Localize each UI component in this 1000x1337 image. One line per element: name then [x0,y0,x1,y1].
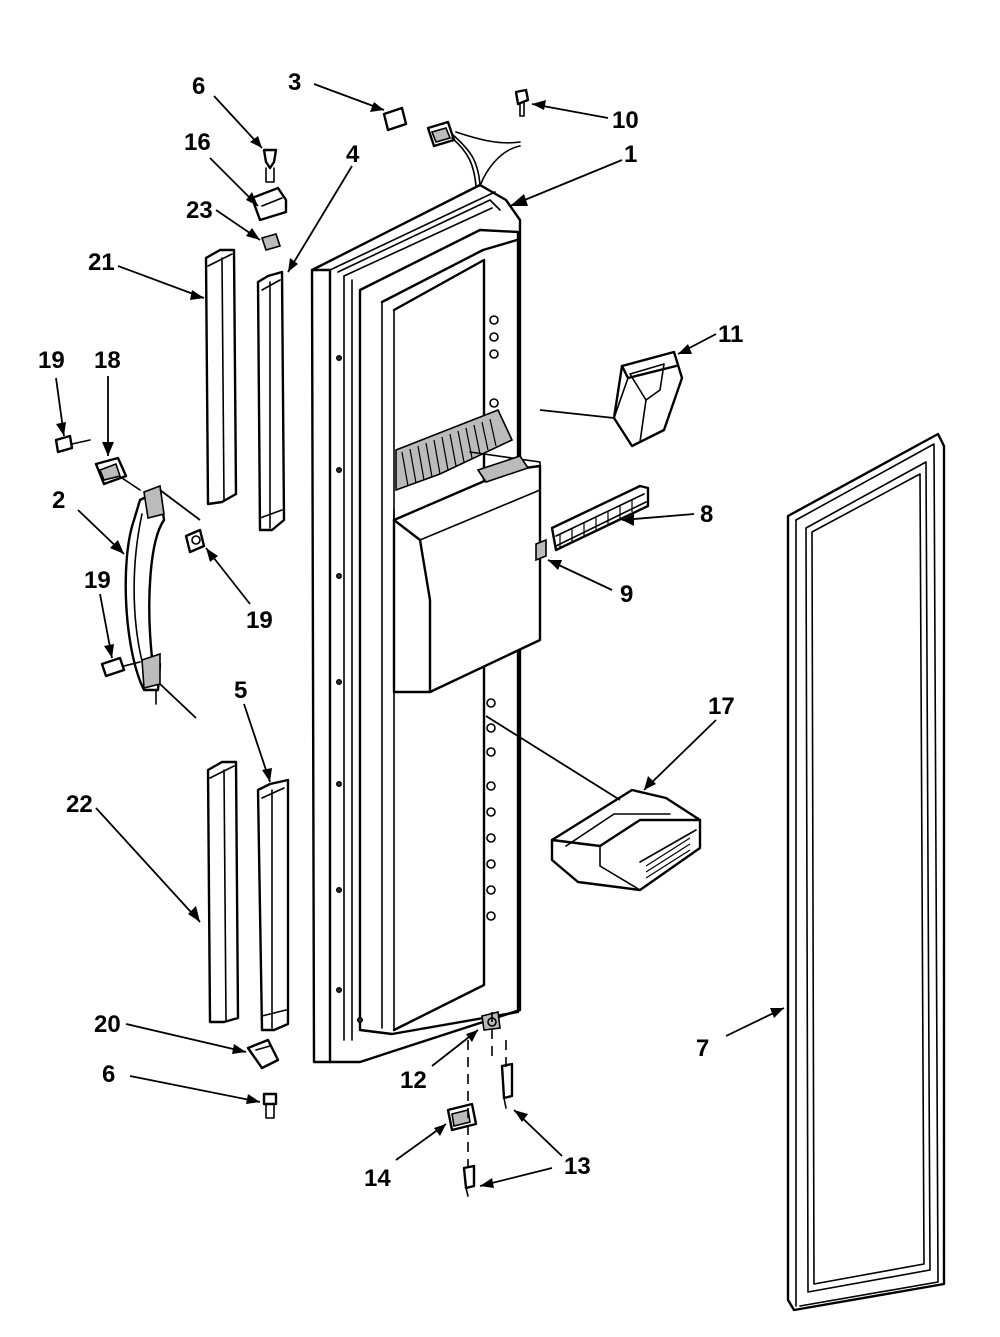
wiring-harness [426,120,521,187]
callout-23: 23 [186,197,213,224]
hinge-bracket-bottom-part [246,1038,280,1070]
upper-trim-part [256,270,286,532]
callout-4: 4 [346,141,360,168]
callout-7: 7 [696,1035,709,1062]
hinge-screw-upper-part [500,1062,514,1109]
callout-18: 18 [94,347,121,374]
leader-lines [55,83,785,1188]
hinge-bracket-top-part [250,186,288,222]
callout-2: 2 [52,487,65,514]
handle-part [124,484,201,719]
shelf-rail-holes [486,315,499,921]
callout-6-top: 6 [192,73,205,100]
door-gasket-part [786,432,946,1312]
callout-12: 12 [400,1067,427,1094]
callout-8: 8 [700,501,713,528]
handle-mount-top-part [94,456,141,491]
callout-21: 21 [88,249,115,276]
handle-screw-lower-part [100,656,141,678]
callout-5: 5 [234,677,247,704]
callout-10: 10 [612,107,639,134]
callout-1: 1 [624,141,637,168]
label-plate-part [382,106,408,132]
callout-14: 14 [364,1165,391,1192]
hinge-bushing-part [481,1011,501,1031]
dispenser-housing [392,408,542,694]
hinge-spacer-part [260,233,282,251]
callout-19-lower: 19 [84,567,111,594]
callout-16: 16 [184,129,211,156]
lower-trim-part [256,778,290,1032]
callout-19-upper: 19 [38,347,65,374]
harness-screw-part [514,88,530,117]
callout-9: 9 [620,581,633,608]
callout-22: 22 [66,791,93,818]
callout-20: 20 [94,1011,121,1038]
callout-6-bottom: 6 [102,1061,115,1088]
door-shelf-bin-part [485,715,702,892]
callout-3: 3 [288,69,301,96]
door-panel-part [310,120,542,1064]
screw-bottom-part [262,1092,278,1119]
callout-11: 11 [718,321,743,348]
shelf-rail-part [550,484,650,552]
callout-13: 13 [564,1153,591,1180]
handle-screw-upper-part [54,434,91,454]
callout-17: 17 [708,693,735,720]
hinge-block-part [446,1102,478,1132]
screw-top-part [262,148,278,183]
callout-labels: 1 2 3 4 5 6 6 7 8 9 10 11 12 13 14 16 17… [38,69,743,1192]
upper-handle-trim-part [204,248,238,506]
rail-clip-part [535,538,547,562]
handle-screw-middle-part [184,528,206,554]
hinge-screw-lower-part [462,1164,476,1197]
door-edge-dimples [336,355,364,1024]
ice-chute-part [539,350,684,448]
callout-19-middle: 19 [246,607,273,634]
lower-handle-trim-part [206,760,240,1024]
